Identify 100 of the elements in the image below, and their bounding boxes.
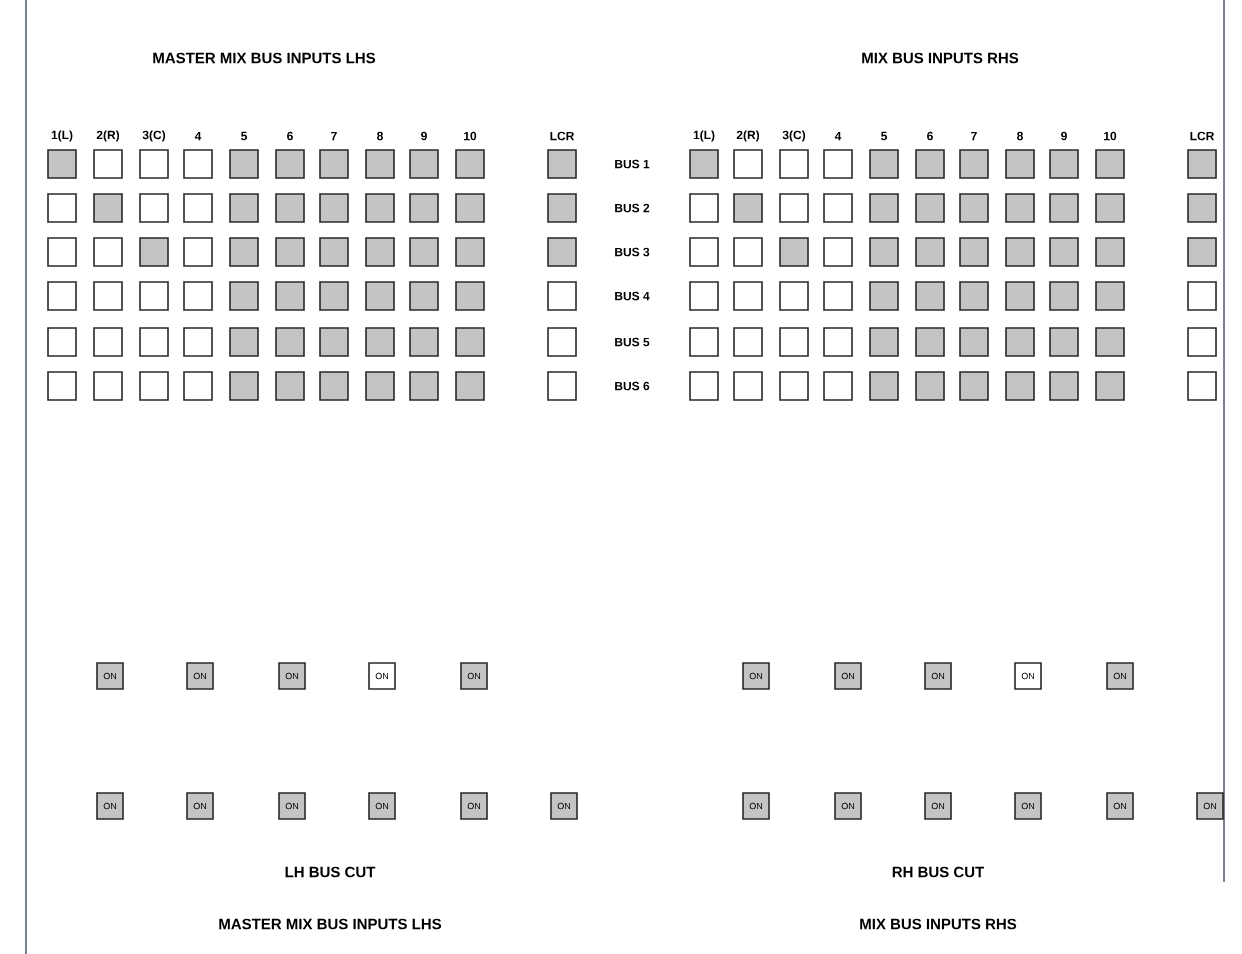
selector-button xyxy=(183,149,213,179)
selector-button xyxy=(1049,193,1079,223)
selector-button xyxy=(1187,193,1217,223)
selector-button xyxy=(139,327,169,357)
selector-button xyxy=(1187,371,1217,401)
selector-button xyxy=(1187,149,1217,179)
selector-button xyxy=(455,281,485,311)
selector-button xyxy=(139,281,169,311)
selector-button xyxy=(823,237,853,267)
selector-button xyxy=(1005,281,1035,311)
selector-button xyxy=(229,149,259,179)
selector-button xyxy=(779,281,809,311)
selector-button xyxy=(689,327,719,357)
selector-button xyxy=(319,149,349,179)
selector-button xyxy=(275,327,305,357)
selector-button xyxy=(275,371,305,401)
selector-button xyxy=(823,193,853,223)
selector-button xyxy=(733,371,763,401)
selector-button xyxy=(229,237,259,267)
selector-button xyxy=(455,237,485,267)
selector-button xyxy=(547,149,577,179)
selector-button xyxy=(409,327,439,357)
selector-button xyxy=(689,149,719,179)
selector-button xyxy=(365,149,395,179)
selector-button xyxy=(365,327,395,357)
selector-button xyxy=(547,193,577,223)
selector-button xyxy=(1095,149,1125,179)
selector-button xyxy=(1049,149,1079,179)
selector-button xyxy=(409,193,439,223)
selector-button xyxy=(139,371,169,401)
selector-button xyxy=(183,371,213,401)
selector-button xyxy=(869,371,899,401)
selector-button xyxy=(779,193,809,223)
selector-button xyxy=(869,237,899,267)
selector-button xyxy=(733,281,763,311)
selector-button xyxy=(823,149,853,179)
selector-button xyxy=(689,237,719,267)
selector-button xyxy=(319,327,349,357)
selector-button xyxy=(275,149,305,179)
selector-button xyxy=(915,327,945,357)
selector-button xyxy=(779,149,809,179)
selector-button xyxy=(823,371,853,401)
selector-button xyxy=(319,281,349,311)
selector-button xyxy=(733,327,763,357)
selector-button xyxy=(183,281,213,311)
selector-button xyxy=(409,281,439,311)
selector-button xyxy=(365,237,395,267)
selector-button xyxy=(959,149,989,179)
selector-button xyxy=(823,327,853,357)
selector-button xyxy=(229,371,259,401)
selector-button xyxy=(455,371,485,401)
selector-button xyxy=(779,371,809,401)
selector-button xyxy=(1005,371,1035,401)
selector-button xyxy=(959,327,989,357)
selector-button xyxy=(183,237,213,267)
selector-button xyxy=(275,193,305,223)
selector-button xyxy=(1005,237,1035,267)
selector-button xyxy=(319,371,349,401)
selector-button xyxy=(47,327,77,357)
selector-button xyxy=(547,237,577,267)
selector-button xyxy=(365,371,395,401)
selector-button xyxy=(275,281,305,311)
selector-button xyxy=(733,237,763,267)
selector-button xyxy=(229,193,259,223)
selector-button xyxy=(139,193,169,223)
selector-button xyxy=(183,193,213,223)
selector-button xyxy=(779,237,809,267)
selector-button xyxy=(1187,327,1217,357)
selector-button xyxy=(455,193,485,223)
selector-button xyxy=(779,327,809,357)
selector-button xyxy=(183,327,213,357)
selector-button xyxy=(689,193,719,223)
selector-button xyxy=(689,281,719,311)
selector-button xyxy=(1049,237,1079,267)
selector-button xyxy=(47,281,77,311)
selector-button xyxy=(1005,193,1035,223)
selector-button xyxy=(319,193,349,223)
selector-button xyxy=(139,237,169,267)
selector-button xyxy=(319,237,349,267)
selector-button xyxy=(1049,281,1079,311)
selector-button xyxy=(93,149,123,179)
selector-button xyxy=(733,149,763,179)
selector-button xyxy=(1005,149,1035,179)
selector-button xyxy=(1095,371,1125,401)
selector-button xyxy=(1187,237,1217,267)
selector-button xyxy=(1095,237,1125,267)
selector-button xyxy=(1095,281,1125,311)
selector-button xyxy=(229,327,259,357)
selector-button xyxy=(455,327,485,357)
selector-button xyxy=(1049,371,1079,401)
selector-button xyxy=(959,193,989,223)
selector-button xyxy=(47,371,77,401)
selector-button xyxy=(1187,281,1217,311)
selector-button xyxy=(1005,327,1035,357)
selector-button xyxy=(915,371,945,401)
selector-button xyxy=(409,149,439,179)
selector-button xyxy=(1095,193,1125,223)
selector-button xyxy=(365,281,395,311)
selector-button xyxy=(869,281,899,311)
selector-button xyxy=(47,149,77,179)
